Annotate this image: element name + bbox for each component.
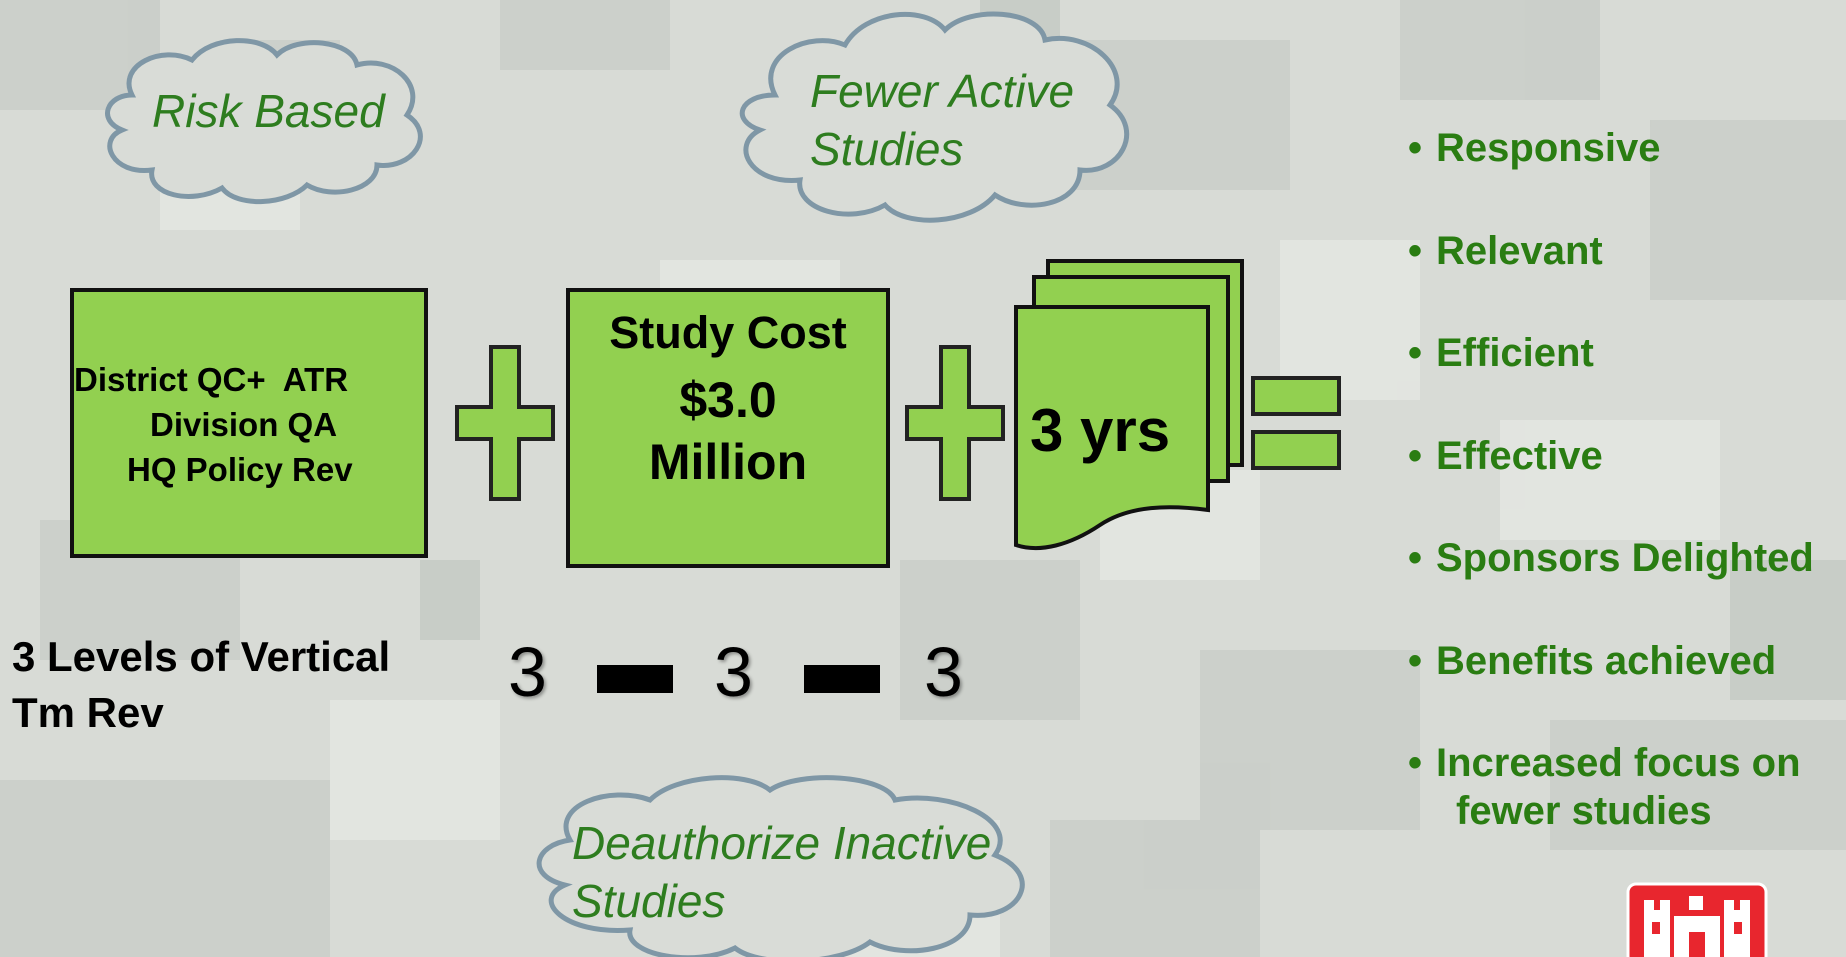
plus-icon [905,345,1005,501]
formula-digit-3: 3 [924,633,963,711]
formula-digit-2: 3 [714,633,753,711]
outcome-item: •Efficient [1408,331,1594,375]
bullet-icon: • [1408,126,1423,170]
bullet-icon: • [1408,228,1423,273]
cloud-fewer-active-studies [739,11,1130,223]
formula-dash-2 [804,665,880,693]
cloud-deauthorize-label-2: Studies [572,875,726,927]
outcome-item: •Effective [1408,433,1603,478]
review-levels-box [70,288,428,558]
cloud-risk-based [105,38,423,205]
equals-icon [1251,376,1341,470]
outcome-item: •Relevant [1408,228,1603,273]
outcome-item: •Sponsors Delighted [1408,536,1814,580]
outcome-item: •Responsive [1408,126,1661,170]
castle-logo-icon [1626,882,1768,957]
bullet-icon: • [1408,433,1423,478]
cloud-deauthorize [536,775,1025,957]
stacked-documents-icon [1014,259,1244,550]
outcome-item: •Benefits achieved [1408,638,1777,683]
cloud-deauthorize-label-1: Deauthorize Inactive [572,817,992,869]
study-cost-unit: Million [648,434,808,490]
cloud-fewer-active-label-1: Fewer Active [810,65,1075,117]
bullet-icon: • [1408,741,1423,785]
outcomes-list: •Responsive •Relevant •Efficient •Effect… [1408,124,1814,890]
review-line-division: Division QA [150,406,338,443]
review-line-hq: HQ Policy Rev [127,451,353,488]
plus-icon [455,345,555,501]
study-cost-amount: $3.0 [679,372,777,428]
formula-digit-1: 3 [508,633,547,711]
levels-caption-line-2: Tm Rev [12,689,164,736]
cloud-fewer-active-label-2: Studies [810,123,964,175]
review-line-district: District QC+ ATR [74,361,349,398]
study-cost-box [566,288,890,568]
levels-caption-line-1: 3 Levels of Vertical [12,633,391,680]
duration-label: 3 yrs [1030,397,1171,464]
bullet-icon: • [1408,638,1423,683]
formula-dash-1 [597,665,673,693]
bullet-icon: • [1408,536,1423,580]
cloud-risk-based-label: Risk Based [152,85,385,137]
study-cost-title: Study Cost [609,307,847,358]
bullet-icon: • [1408,331,1423,375]
